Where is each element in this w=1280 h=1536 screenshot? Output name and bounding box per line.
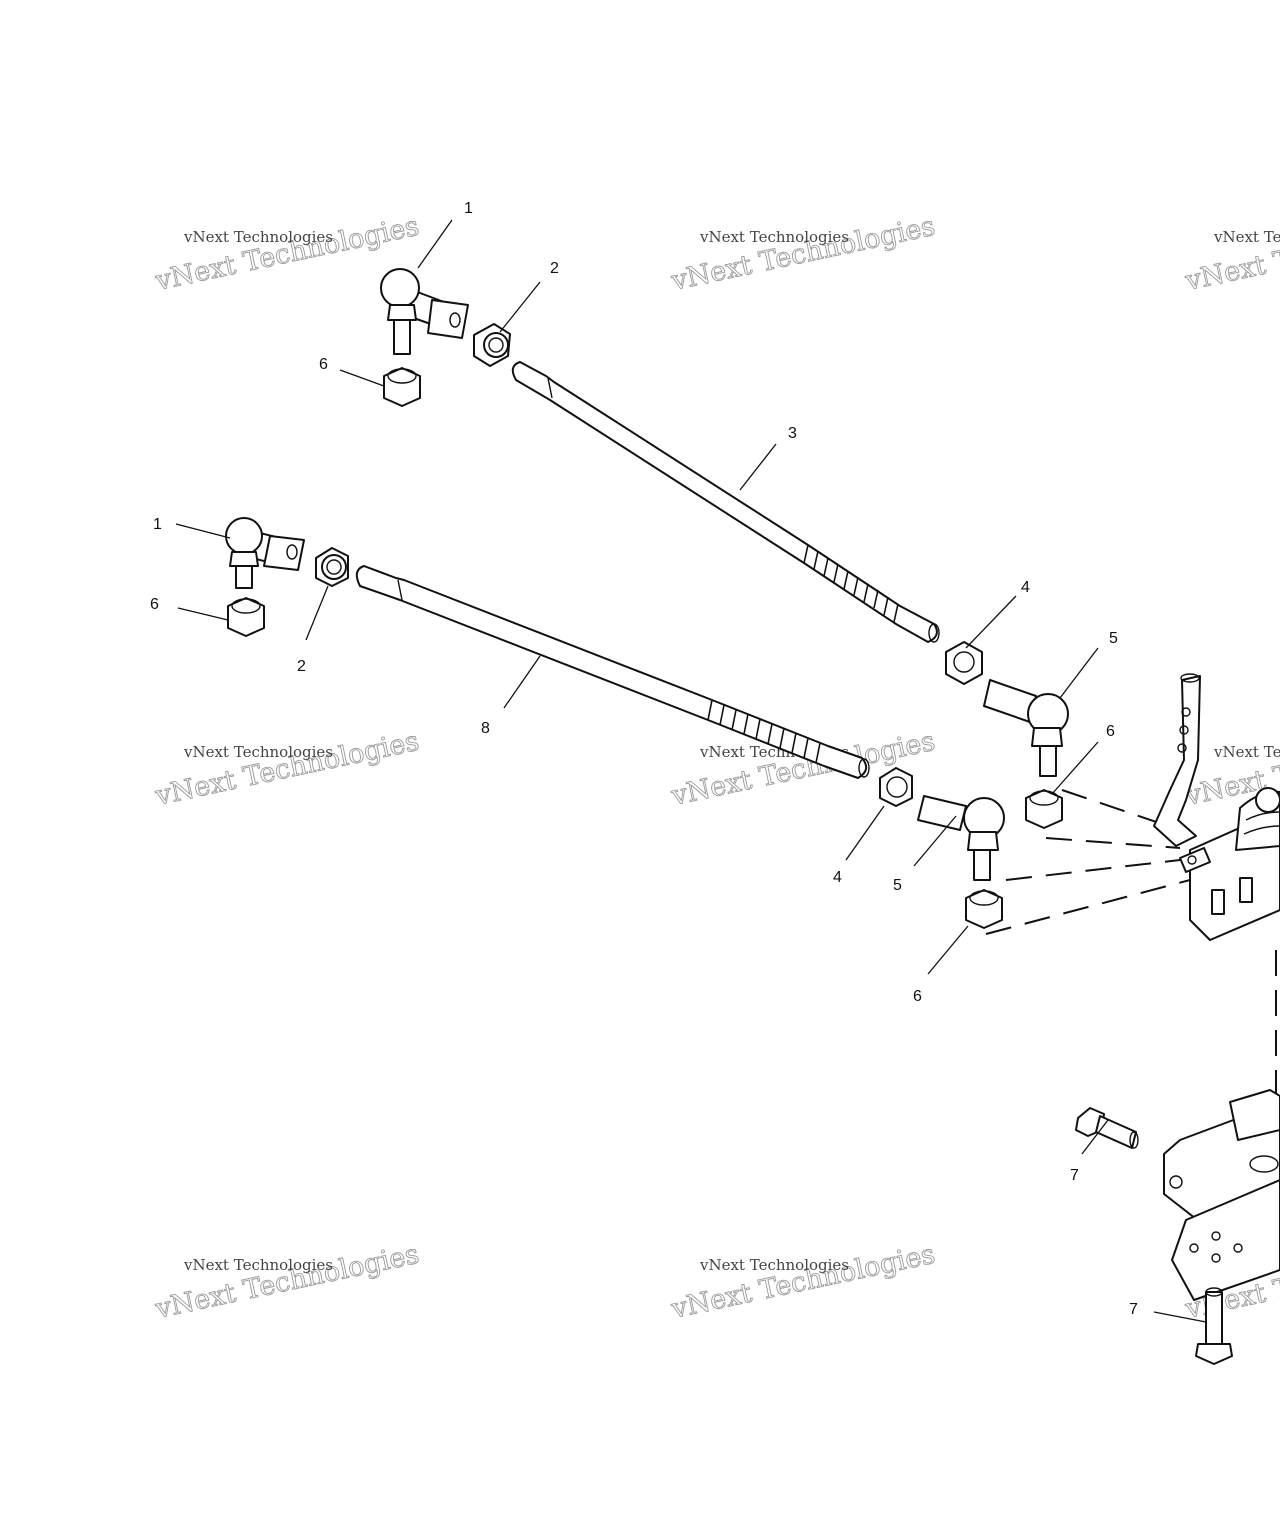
callout-1-lower: 1 [153, 516, 162, 533]
mounting-bracket [1163, 1089, 1280, 1301]
bolt-lower [1195, 1287, 1233, 1365]
watermark-small-text: vNext Technologies [1213, 743, 1280, 761]
callout-6-right-lower: 6 [913, 988, 922, 1005]
watermark-small-text: vNext Technologies [183, 228, 333, 246]
callout-4-lower: 4 [833, 869, 842, 886]
callout-8: 8 [481, 720, 490, 737]
watermark: vNext Technologies vNext Technologies [1182, 210, 1280, 297]
callout-1-upper: 1 [464, 200, 473, 217]
watermark: vNext Technologies vNext Technologies [668, 1238, 939, 1325]
rod-end-lower [225, 517, 305, 589]
jam-nut-lower-right [879, 767, 913, 807]
tie-rod-upper [511, 361, 940, 643]
watermark: vNext Technologies vNext Technologies [152, 725, 423, 812]
callout-2-upper: 2 [550, 260, 559, 277]
watermark-small-text: vNext Technologies [183, 1256, 333, 1274]
lock-nut-upper [383, 367, 421, 407]
watermark-large-text: vNext Technologies [668, 211, 938, 297]
jam-nut-lower [315, 547, 349, 587]
leader-lines [175, 219, 1207, 1323]
rod-end-lower-right [917, 795, 1005, 881]
watermark-small-text: vNext Technologies [699, 1256, 849, 1274]
watermark-group: vNext Technologies vNext Technologies vN… [152, 210, 1280, 1325]
watermark: vNext Technologies vNext Technologies [668, 210, 939, 297]
jam-nut-upper [473, 323, 511, 367]
watermark-large-text: vNext Technologies [152, 726, 422, 812]
bolt-upper [1075, 1107, 1139, 1149]
lock-nut-lower [227, 597, 265, 637]
watermark-small-text: vNext Technologies [1213, 228, 1280, 246]
tie-rod-lower [355, 565, 870, 779]
watermark-large-text: vNext Technologies [152, 1239, 422, 1325]
callout-5-upper: 5 [1109, 630, 1118, 647]
lock-nut-right-upper [1025, 789, 1063, 829]
watermark-small-text: vNext Technologies [699, 228, 849, 246]
watermark-large-text: vNext Technologies [668, 1239, 938, 1325]
callout-6-upper: 6 [319, 356, 328, 373]
callout-6-right-upper: 6 [1106, 723, 1115, 740]
lock-nut-right-lower [965, 889, 1003, 929]
watermark-large-text: vNext Technologies [1182, 211, 1280, 297]
shifter-assembly [1153, 673, 1280, 941]
callout-5-lower: 5 [893, 877, 902, 894]
watermark-small-text: vNext Technologies [183, 743, 333, 761]
callout-6-lower: 6 [150, 596, 159, 613]
callout-7-upper: 7 [1070, 1167, 1079, 1184]
rod-end-upper [380, 268, 469, 355]
jam-nut-upper-right [945, 641, 983, 685]
callout-2-lower: 2 [297, 658, 306, 675]
callout-3: 3 [788, 425, 797, 442]
callout-7-lower: 7 [1129, 1301, 1138, 1318]
watermark: vNext Technologies vNext Technologies [152, 1238, 423, 1325]
rod-end-upper-right [983, 679, 1069, 777]
callout-labels: 1 2 6 3 1 6 2 8 4 5 6 4 5 6 7 7 [150, 200, 1138, 1318]
callout-4-upper: 4 [1021, 579, 1030, 596]
